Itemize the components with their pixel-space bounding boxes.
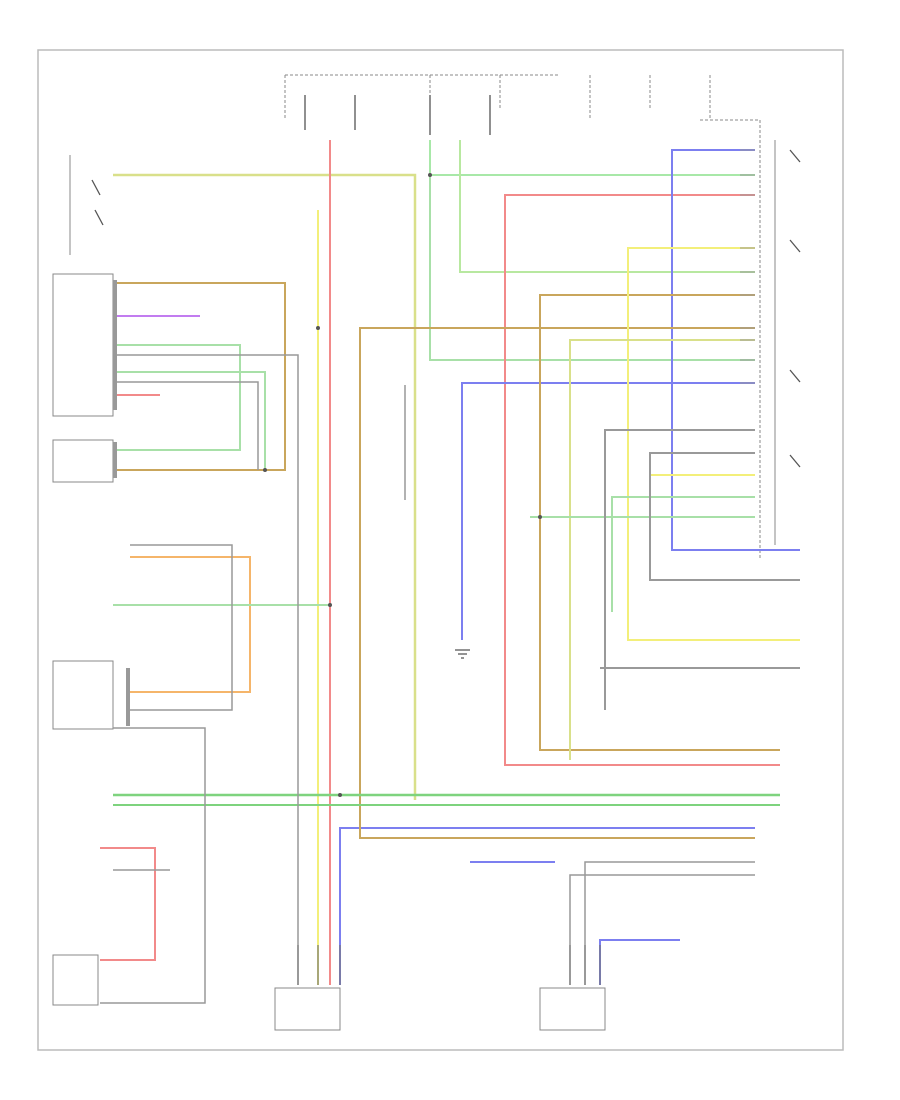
wire-gray-left-blower-2 [100,727,206,1004]
wire-gray-right-2 [649,452,800,581]
component-box-left-module [52,439,114,483]
component-box-blower-motor [52,954,99,1006]
switch-symbols-right [789,149,801,468]
wire-blue-bottom [339,827,755,985]
wire-yellowgreen-top [113,173,417,800]
wire-gray-left-blower [130,544,233,711]
wire-gray-left-1 [113,354,299,985]
pin-ticks-right [740,149,755,384]
component-box-bottom-right [539,987,606,1031]
fuse-box-top-right [589,75,761,560]
wire-lightgreen-loop [459,140,755,273]
wire-red-right [504,194,780,766]
connector-dashes-top [284,74,560,120]
wire-blue-right [671,149,800,551]
component-box-bottom-center [274,987,341,1031]
wire-green-left-1 [113,344,241,451]
fuse-symbols-top [304,95,491,135]
wire-blue-bottom-right [599,939,680,985]
junction-dots [263,173,542,797]
wire-yellow-right-2 [649,470,755,476]
wire-blue-center [461,382,755,640]
wire-gray-right [604,429,755,710]
wire-red-left-motor [100,847,156,961]
wire-green-right-3 [611,496,755,612]
diagram-frame [37,49,844,1051]
ground-symbol-center [455,649,470,659]
wire-brown-top-left [113,282,286,471]
switch-symbol-1 [91,179,104,226]
wire-orange-left [130,556,251,693]
wire-yellow-right [627,247,800,641]
wire-green-left-2 [113,371,266,470]
wire-brown-right-2 [359,327,755,839]
component-box-left-upper [52,273,114,417]
wire-yellowgreen-right [569,339,755,760]
wire-gray-bottom-right [569,861,755,985]
wire-gray-left-2 [113,381,259,470]
component-box-blower-control [52,660,114,730]
wire-brown-right-1 [539,294,780,751]
wire-green-vertical-center [429,175,755,361]
pin-stubs-bottom [297,945,601,985]
wire-green-top-right [429,140,755,176]
left-module-pins [113,280,130,726]
